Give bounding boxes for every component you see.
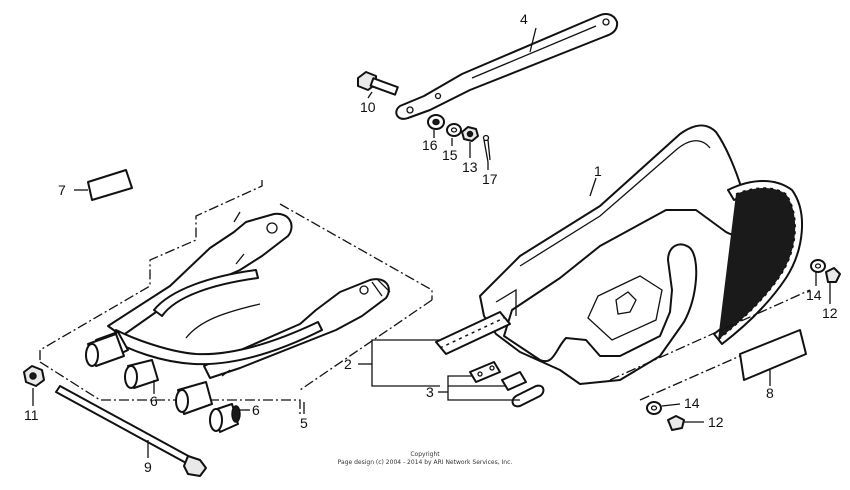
cotter-pin-17 (482, 134, 491, 163)
leader-lines (32, 27, 831, 458)
callout-6a: 6 (150, 393, 158, 409)
callout-7: 7 (58, 182, 66, 198)
callout-11: 11 (24, 407, 39, 423)
frame-reference (609, 289, 811, 401)
washer-16 (427, 114, 445, 130)
washer-15 (446, 123, 462, 137)
bushing-6b (209, 403, 241, 433)
callouts: 4 10 16 15 13 17 1 7 2 3 5 6 6 9 11 14 1… (24, 11, 838, 475)
pivot-bolt-9 (55, 385, 207, 477)
copyright-label: Copyright (410, 451, 440, 458)
label-7 (87, 169, 133, 201)
callout-13: 13 (462, 159, 478, 175)
callout-15: 15 (442, 147, 458, 163)
nut-11 (23, 365, 45, 387)
callout-5: 5 (300, 415, 308, 431)
callout-16: 16 (422, 137, 438, 153)
label-8 (739, 329, 807, 381)
callout-8: 8 (766, 385, 774, 401)
master-link (469, 361, 545, 408)
callout-14b: 14 (684, 395, 700, 411)
stay-bar (395, 13, 619, 120)
copyright-notice: Page design (c) 2004 - 2014 by ARI Netwo… (337, 459, 513, 466)
callout-12b: 12 (708, 414, 724, 430)
bolt-12b (667, 415, 685, 431)
callout-2: 2 (344, 356, 352, 372)
drive-chain (435, 180, 803, 355)
bolt-10 (357, 71, 399, 96)
nut-13 (461, 126, 479, 142)
pivot-bushing (85, 333, 213, 415)
swingarm (95, 211, 391, 379)
callout-14a: 14 (806, 287, 822, 303)
bolt-12a (825, 267, 841, 283)
callout-3: 3 (426, 384, 434, 400)
chain-case (479, 124, 750, 385)
washer-14a (810, 259, 826, 273)
washer-14b (646, 401, 662, 415)
callout-4: 4 (520, 11, 528, 27)
swingarm-box (39, 180, 433, 414)
callout-12a: 12 (822, 305, 838, 321)
callout-9: 9 (144, 459, 152, 475)
bushing-6a (124, 359, 159, 389)
callout-6b: 6 (252, 402, 260, 418)
callout-1: 1 (594, 163, 602, 179)
callout-17: 17 (482, 171, 498, 187)
callout-10: 10 (360, 99, 376, 115)
